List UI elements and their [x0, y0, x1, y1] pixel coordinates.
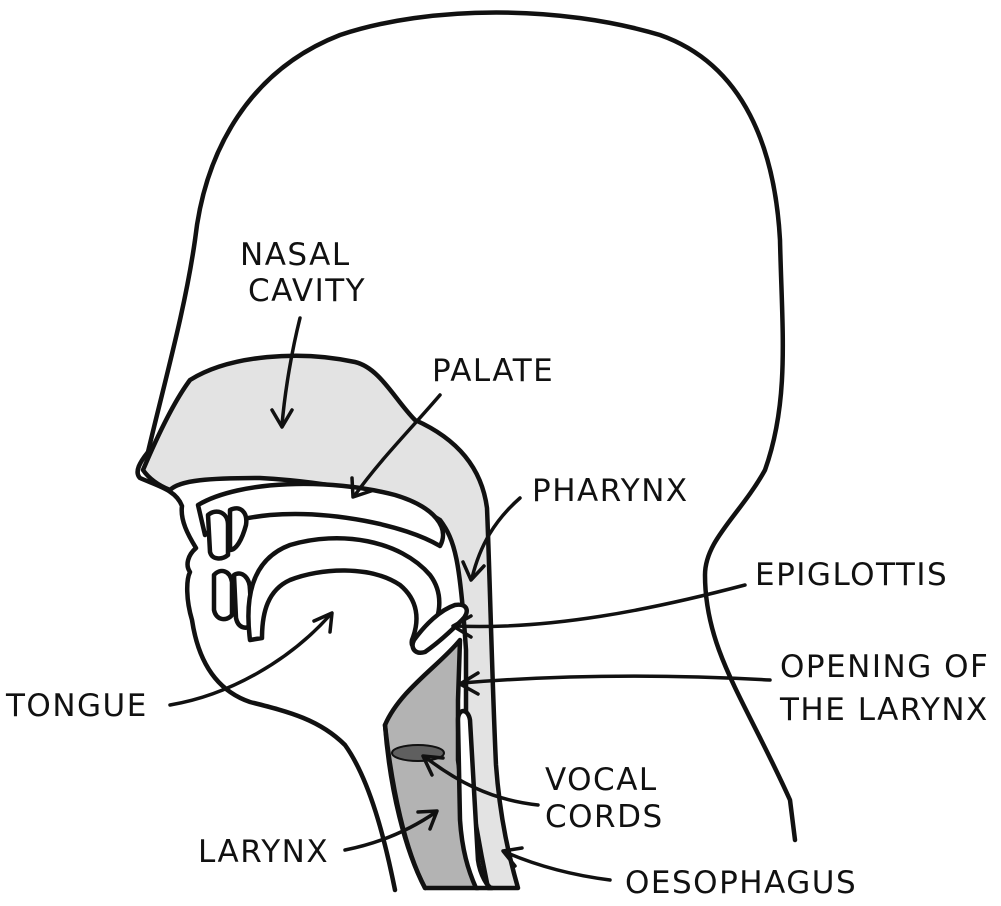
nasal-cavity-label-line2: CAVITY	[248, 273, 366, 309]
larynx-arrow	[343, 810, 438, 852]
tongue-arrow	[168, 613, 332, 707]
upper-tooth-2	[227, 506, 249, 553]
lower-teeth	[211, 568, 235, 622]
opening-arrow	[460, 674, 772, 685]
oesophagus-arrow	[503, 850, 612, 882]
pharynx-label: PHARYNX	[532, 473, 689, 509]
palate-shape	[195, 481, 446, 549]
trachea-front-wall	[382, 722, 428, 891]
epiglottis-arrow	[453, 583, 747, 629]
opening-label-line1: OPENING OF	[780, 649, 989, 685]
vocal-cords-label-line1: VOCAL	[545, 762, 658, 798]
vocal-cords-label-line2: CORDS	[545, 799, 664, 835]
pharynx-arrow	[470, 496, 522, 580]
tongue-label: TONGUE	[5, 688, 148, 724]
arrows	[168, 316, 772, 882]
upper-teeth	[205, 509, 231, 561]
palate-arrow	[353, 393, 442, 497]
larynx-label: LARYNX	[198, 834, 329, 870]
palate-label: PALATE	[432, 353, 554, 389]
epiglottis-label: EPIGLOTTIS	[755, 557, 948, 593]
vocal-cords-arrow	[423, 755, 540, 807]
oesophagus-label: OESOPHAGUS	[625, 865, 857, 901]
opening-label-line2: THE LARYNX	[779, 692, 989, 728]
oesophagus-wall	[455, 708, 495, 891]
nasal-cavity-label-line1: NASAL	[240, 237, 351, 273]
tongue-shape	[246, 536, 442, 649]
nasal-cavity-arrow	[280, 316, 302, 427]
head-back-outline	[145, 10, 798, 843]
